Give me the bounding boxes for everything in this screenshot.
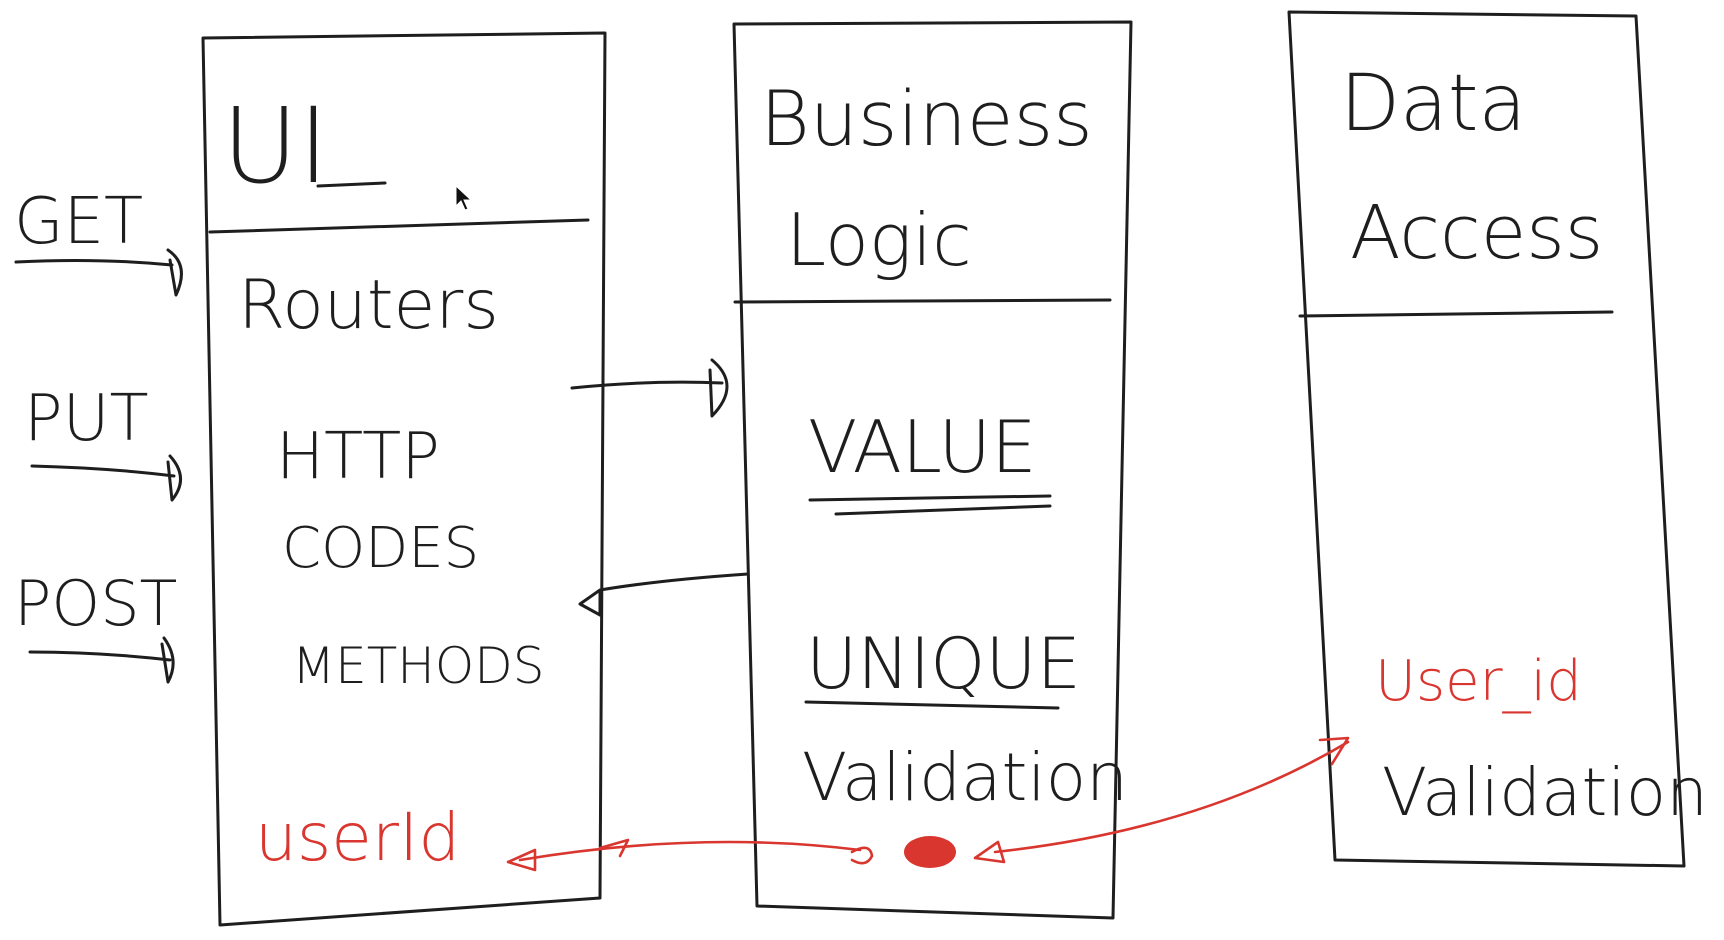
unique-underline (804, 700, 1060, 710)
data-title-line1: Data (1340, 59, 1526, 149)
ui-layer-box (201, 31, 607, 927)
ui-layer-title: UI (222, 85, 329, 207)
data-title-line2: Access (1350, 190, 1603, 276)
ui-to-business-arrow (570, 358, 729, 418)
verb-post: POST (14, 567, 177, 640)
userid-flow-arrows (506, 736, 1350, 872)
business-item-value: VALUE (808, 405, 1037, 489)
ui-item-http: HTTP (276, 420, 440, 494)
business-logic-box (732, 20, 1133, 920)
verb-post-arrow (28, 636, 175, 684)
ui-item-methods: METHODS (292, 637, 544, 695)
data-item-validation: Validation (1382, 754, 1708, 831)
business-item-validation: Validation (802, 739, 1128, 816)
data-userid-field: User_id (1375, 649, 1582, 714)
ui-item-codes: CODES (282, 516, 479, 581)
value-underline (808, 494, 1052, 516)
verb-put: PUT (24, 382, 149, 456)
mouse-pointer-icon (455, 184, 473, 211)
ui-userid-field: userId (255, 799, 460, 876)
data-access-box (1287, 10, 1686, 868)
userid-link-node (904, 836, 956, 868)
business-title-line1: Business (760, 74, 1093, 163)
business-item-unique: UNIQUE (806, 623, 1081, 705)
ui-item-routers: Routers (238, 266, 499, 345)
business-title-line2: Logic (786, 198, 972, 282)
verb-put-arrow (30, 454, 182, 502)
ui-title-underline (316, 181, 387, 188)
verb-get-arrow (14, 248, 183, 297)
business-to-ui-arrow (578, 572, 750, 617)
verb-get: GET (14, 185, 143, 259)
